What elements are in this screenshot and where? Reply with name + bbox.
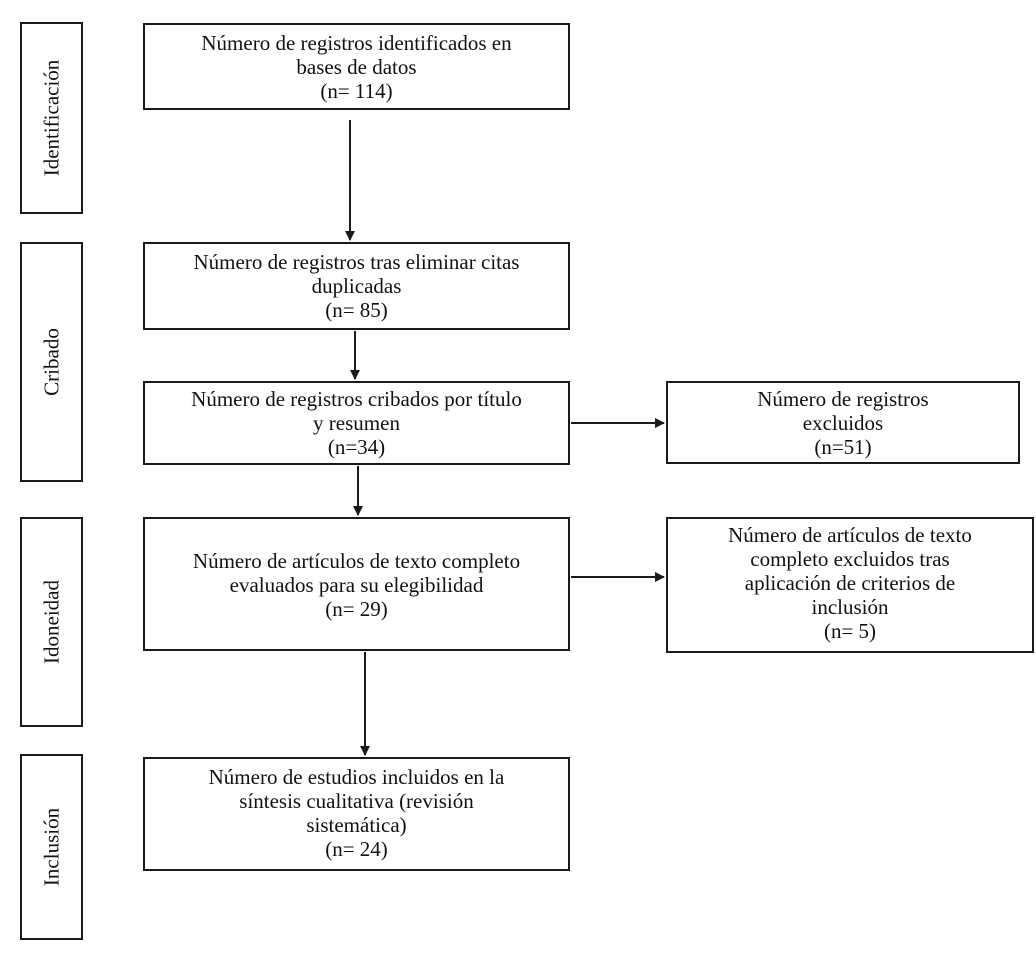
box-fulltext-excluded-count: (n= 5) [823,619,877,643]
box-records-after-duplicates-line-1: Número de registros tras eliminar citas [193,250,520,274]
box-fulltext-assessed: Número de artículos de texto completo ev… [143,517,570,651]
box-fulltext-assessed-line-1: Número de artículos de texto completo [192,549,521,573]
box-records-screened-line-2: y resumen [313,411,400,435]
box-records-screened-count: (n=34) [327,435,386,459]
box-fulltext-excluded-line-3: aplicación de criterios de [744,571,956,595]
box-records-identified: Número de registros identificados en bas… [143,23,570,110]
box-records-identified-line-2: bases de datos [296,55,417,79]
box-studies-included-count: (n= 24) [325,837,388,861]
box-studies-included-line-3: sistemática) [306,813,407,837]
stage-identification: Identificación [20,22,83,214]
box-records-after-duplicates-line-2: duplicadas [311,274,402,298]
box-studies-included-line-2: síntesis cualitativa (revisión [239,789,474,813]
box-records-screened: Número de registros cribados por título … [143,381,570,465]
box-fulltext-assessed-count: (n= 29) [325,597,388,621]
stage-inclusion: Inclusión [20,754,83,940]
box-records-after-duplicates-count: (n= 85) [325,298,388,322]
box-records-excluded-count: (n=51) [814,435,872,459]
box-records-screened-line-1: Número de registros cribados por título [191,387,522,411]
box-records-excluded: Número de registros excluidos (n=51) [666,381,1020,464]
box-fulltext-excluded: Número de artículos de texto completo ex… [666,517,1034,653]
box-records-identified-count: (n= 114) [320,79,393,103]
box-fulltext-assessed-line-2: evaluados para su elegibilidad [229,573,484,597]
box-fulltext-excluded-line-4: inclusión [811,595,889,619]
stage-eligibility: Idoneidad [20,517,83,727]
stage-screening: Cribado [20,242,83,482]
box-records-after-duplicates: Número de registros tras eliminar citas … [143,242,570,330]
box-fulltext-excluded-line-1: Número de artículos de texto [728,523,972,547]
box-records-excluded-line-2: excluidos [802,411,884,435]
box-records-excluded-line-1: Número de registros [757,387,929,411]
box-records-identified-line-1: Número de registros identificados en [201,31,512,55]
box-studies-included: Número de estudios incluidos en la sínte… [143,757,570,871]
box-fulltext-excluded-line-2: completo excluidos tras [750,547,950,571]
box-studies-included-line-1: Número de estudios incluidos en la [208,765,505,789]
